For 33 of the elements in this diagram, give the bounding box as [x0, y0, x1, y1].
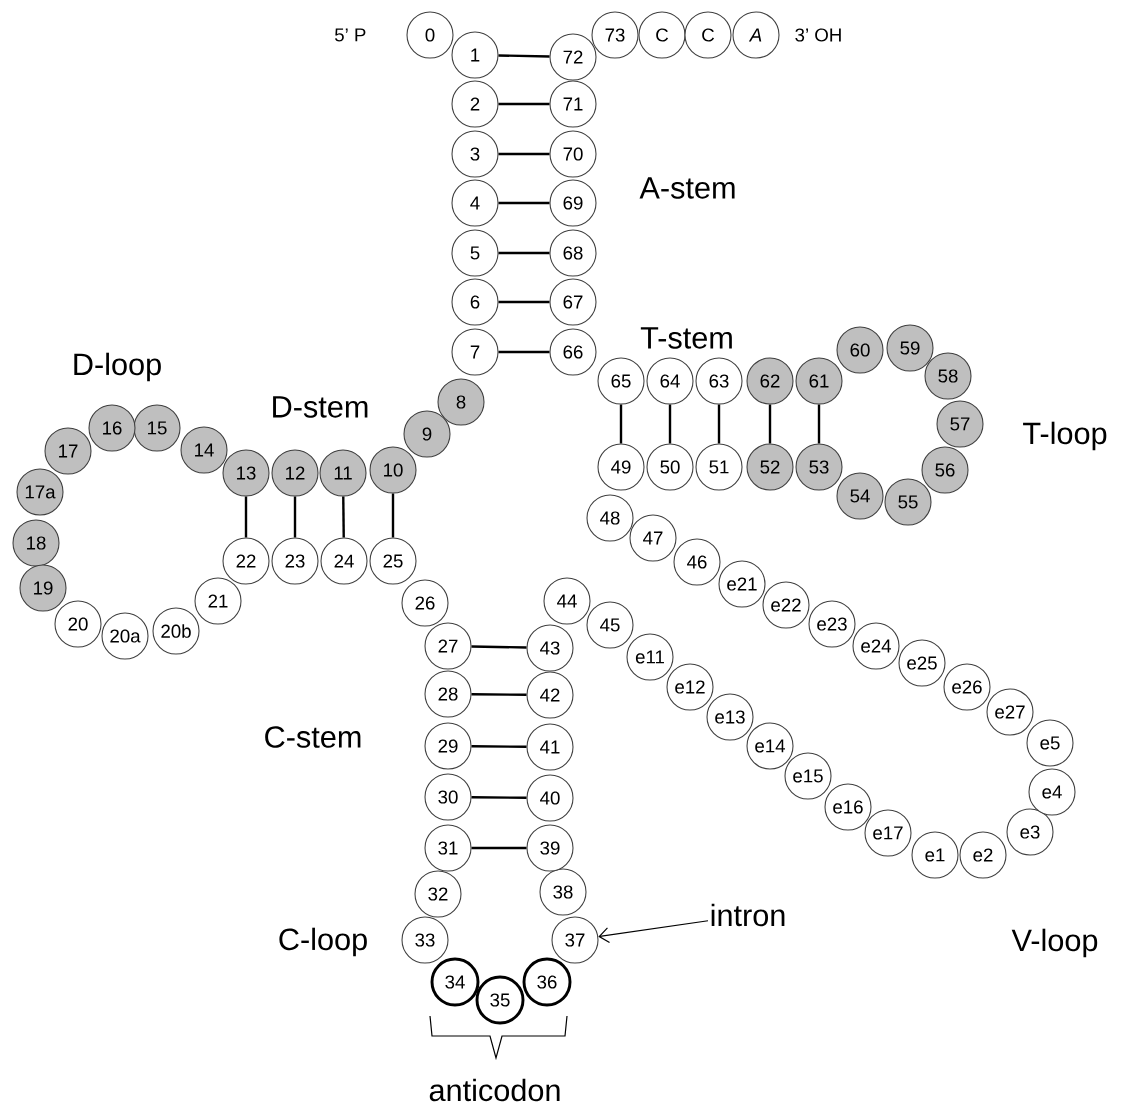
- region-label: D-loop: [74, 352, 161, 382]
- base-pair-line: [817, 404, 821, 444]
- base-pair-line: [498, 300, 550, 304]
- region-label: V-loop: [1011, 928, 1098, 958]
- base-pair-line: [668, 404, 672, 444]
- base-pair-line: [498, 251, 550, 255]
- base-pair-line: [768, 404, 772, 444]
- region-label: A-stem: [639, 177, 735, 199]
- end-label: 5’ P: [335, 28, 366, 42]
- region-label: T-stem: [640, 327, 732, 349]
- region-label: C-stem: [265, 726, 361, 748]
- region-label: D-stem: [273, 396, 368, 418]
- callout-label: intron: [711, 903, 785, 927]
- base-pair-line: [471, 693, 527, 696]
- base-pair-line: [717, 404, 721, 444]
- base-pair-line: [498, 201, 550, 205]
- base-pair-line: [498, 152, 550, 156]
- base-pair-line: [619, 404, 623, 444]
- base-pair-line: [498, 54, 550, 58]
- base-pair-line: [391, 493, 395, 538]
- base-pair-line: [244, 496, 248, 538]
- base-pair-line: [342, 496, 345, 538]
- base-pair-line: [471, 796, 527, 799]
- base-pair-line: [293, 496, 297, 538]
- region-label: anticodon: [429, 1078, 560, 1102]
- base-pair-line: [471, 745, 527, 748]
- base-pair-line: [498, 102, 550, 106]
- base-pair-line: [471, 846, 527, 850]
- arrow: [598, 920, 709, 943]
- base-pair-line: [498, 350, 550, 354]
- region-label: T-loop: [1023, 421, 1107, 451]
- region-label: C-loop: [279, 927, 367, 957]
- base-pair-line: [471, 645, 527, 649]
